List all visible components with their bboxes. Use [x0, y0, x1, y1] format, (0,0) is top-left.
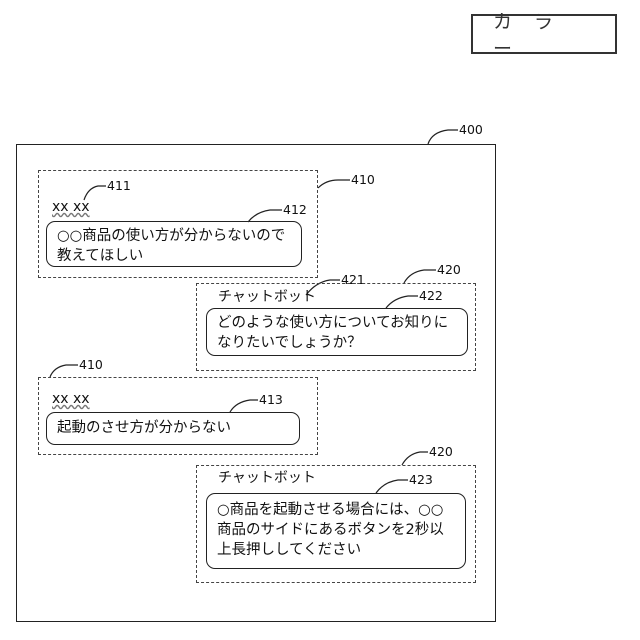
bot-name-2: チャットボット	[218, 470, 316, 486]
bot-message-bubble-1: どのような使い方についてお知りになりたいでしょうか？	[206, 308, 468, 356]
bot-message-bubble-2: ○商品を起動させる場合には、○○商品のサイドにあるボタンを2秒以上長押ししてくだ…	[206, 493, 466, 569]
user-message-bubble-2: 起動のさせ方が分からない	[46, 412, 300, 445]
user-name-1: xx xx	[52, 199, 90, 215]
leader-400	[428, 130, 458, 144]
ref-400: 400	[459, 123, 483, 137]
user-name-2: xx xx	[52, 391, 90, 407]
color-stamp: カラー	[471, 14, 617, 54]
bot-name-1: チャットボット	[218, 289, 316, 305]
user-message-bubble-1: ○○商品の使い方が分からないので教えてほしい	[46, 221, 302, 267]
